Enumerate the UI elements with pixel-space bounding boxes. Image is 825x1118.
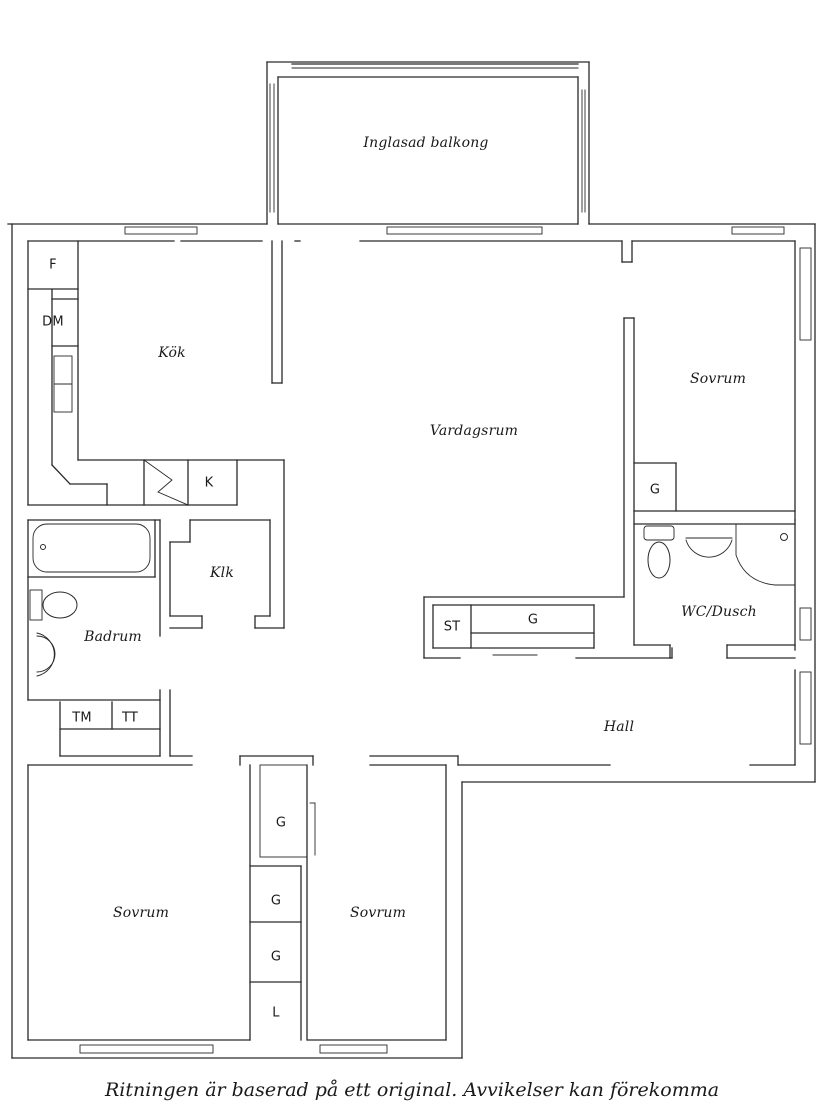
disclaimer-caption: Ritningen är baserad på ett original. Av… [104,1079,720,1101]
room-label-bedroom-sw: Sovrum [112,905,170,921]
bedrooms-south-walls [27,755,459,1041]
fixture-label-linen: L [272,1005,280,1021]
bathroom-walls [27,519,193,757]
room-label-hall: Hall [603,719,635,735]
fixture-label-washer: TM [72,710,92,726]
fixture-label-dishwasher: DM [42,314,64,330]
fixture-label-wardrobe-s3: G [270,949,282,965]
fixture-label-wardrobe-s1: G [275,815,287,831]
room-label-living-room: Vardagsrum [429,423,519,439]
room-label-kitchen: Kök [158,345,186,361]
outer-walls [7,223,816,1059]
room-label-wc-shower: WC/Dusch [681,604,757,620]
fixture-label-wardrobe-s2: G [270,893,282,909]
fixture-label-storage: ST [443,619,461,635]
fixture-label-dryer: TT [121,710,139,726]
closet-walls [169,459,285,629]
fixture-label-fridge: F [49,257,57,273]
fixture-label-pantry: K [204,475,214,491]
room-label-bathroom: Badrum [84,629,142,645]
wc-shower-walls [633,523,796,659]
room-label-bedroom-ne: Sovrum [689,371,747,387]
bedroom-ne-walls [633,462,796,512]
fixture-label-wardrobe-ne: G [649,482,661,498]
kitchen-walls [27,240,285,506]
balcony-walls [266,61,590,225]
hall-storage-walls [423,240,673,659]
room-label-bedroom-s: Sovrum [349,905,407,921]
room-label-balcony: Inglasad balkong [363,135,489,151]
room-label-closet: Klk [209,565,235,581]
fixture-label-wardrobe-hall: G [527,612,539,628]
